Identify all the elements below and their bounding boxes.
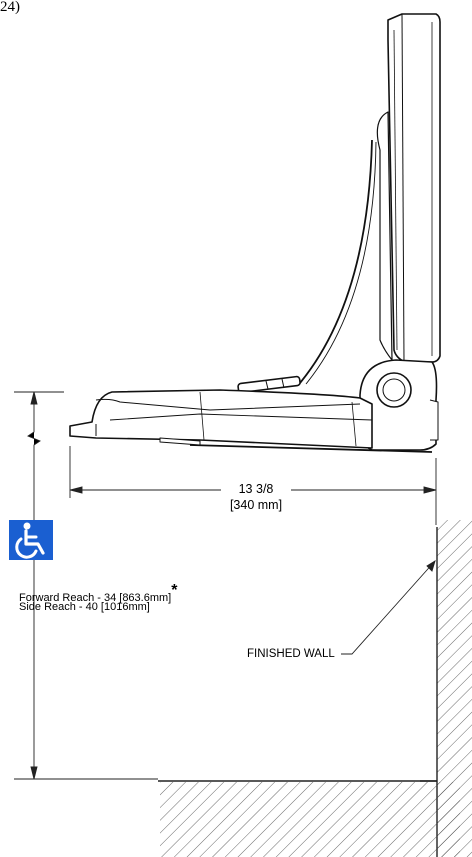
forward-reach-asterisk: * bbox=[171, 582, 178, 599]
height-dimension-line bbox=[14, 391, 158, 780]
figure-tag: 24) bbox=[0, 0, 20, 15]
wall-leader-line bbox=[341, 559, 436, 655]
support-strap bbox=[299, 139, 373, 384]
forward-reach-line: Forward Reach - 34 [863.6mm]* bbox=[19, 583, 177, 605]
wheelchair-icon bbox=[9, 520, 53, 560]
wheelchair-glyph bbox=[15, 522, 45, 559]
side-reach-text: Side Reach - 40 [1016mm] bbox=[19, 601, 150, 613]
finished-wall-label: FINISHED WALL bbox=[247, 648, 335, 660]
floor bbox=[158, 780, 460, 857]
forward-reach-text: Forward Reach - 34 [863.6mm] bbox=[19, 592, 172, 604]
back-panel bbox=[387, 13, 441, 363]
changing-bed bbox=[69, 389, 373, 449]
strap-buckle bbox=[237, 375, 301, 394]
width-metric: [340 mm] bbox=[229, 498, 283, 512]
reach-notes: Forward Reach - 34 [863.6mm]* Side Reach… bbox=[19, 583, 177, 614]
width-imperial: 13 3/8 bbox=[238, 482, 274, 496]
changing-station-side-view bbox=[69, 13, 441, 453]
width-dimension-label: 13 3/8 [340 mm] bbox=[221, 481, 291, 513]
